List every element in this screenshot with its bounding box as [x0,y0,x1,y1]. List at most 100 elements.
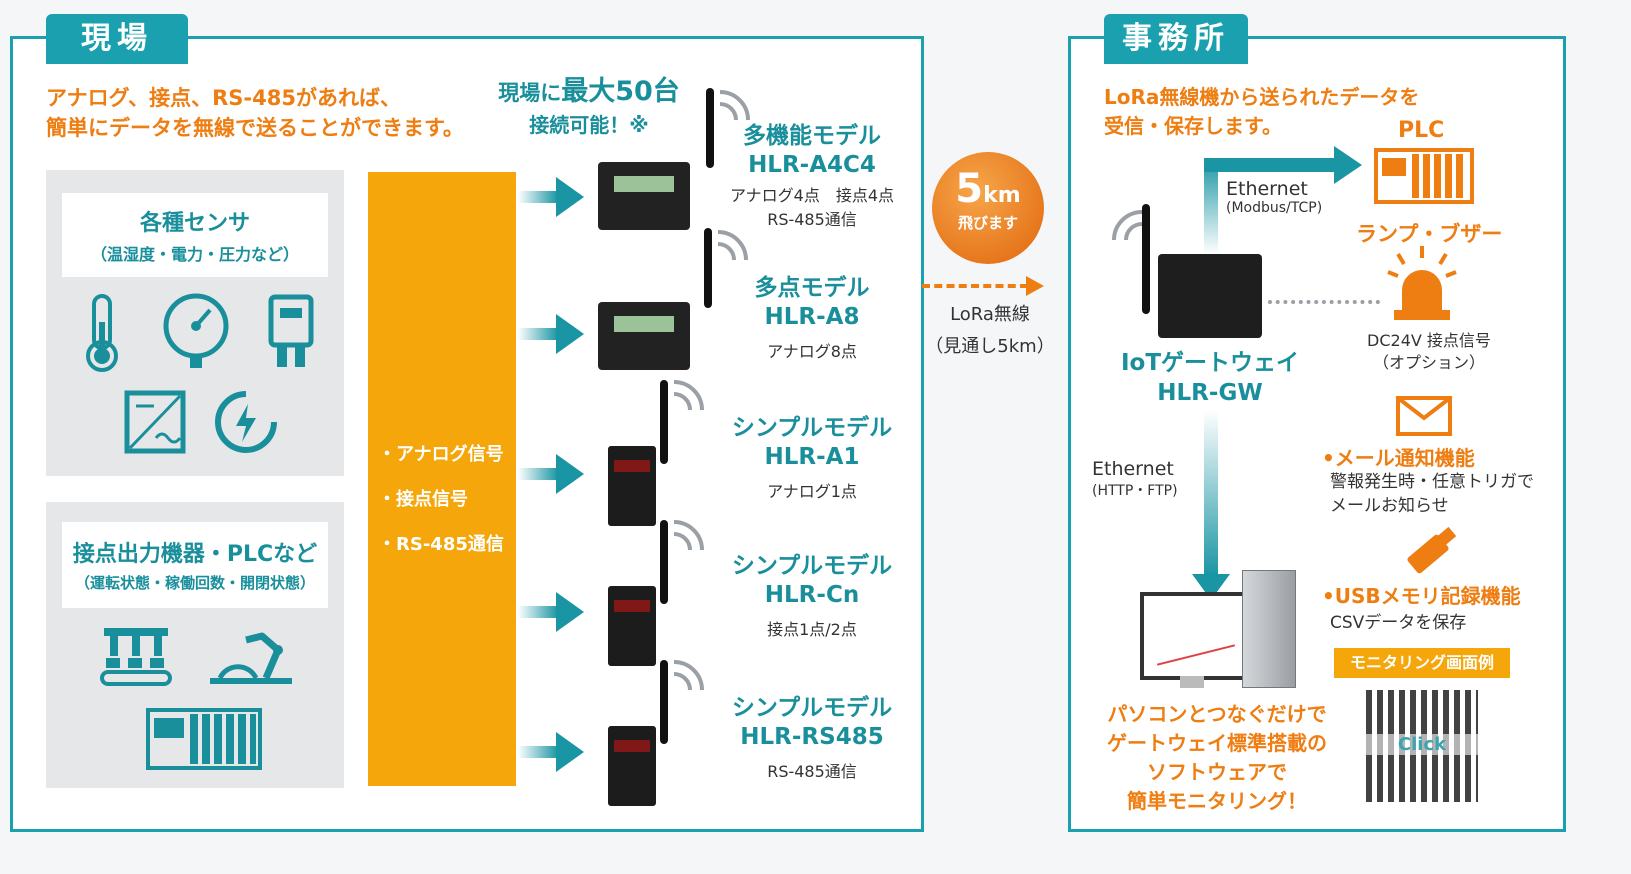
wireless-waves-icon [717,230,748,261]
arrow-to-model-1 [518,191,558,203]
ethernet-line-vertical [1204,158,1218,254]
plc-label: PLC [1398,118,1445,143]
signal-list: ・アナログ信号 ・接点信号 ・RS-485通信 [378,432,504,567]
wireless-waves-icon [673,380,704,411]
arrow-head-1 [556,177,584,217]
thermometer-icon [86,294,118,372]
arrow-head-2 [556,314,584,354]
usb-memory-icon [1407,526,1457,574]
monitor-chart-line [1156,644,1236,666]
plc-icon [1374,148,1474,204]
lora-arrow-head [1026,276,1044,296]
signal-column [368,172,516,786]
range-badge-unit: km [983,183,1021,208]
usb-desc: CSVデータを保存 [1330,613,1467,633]
pc-stand [1180,676,1204,688]
inverter-icon [124,390,186,454]
model-3-desc: アナログ1点 [767,482,857,501]
office-intro: LoRa無線機から送られたデータを 受信・保存します。 [1104,83,1419,141]
arrow-to-model-2 [518,328,558,340]
model-2-desc: アナログ8点 [767,342,857,361]
contact-dashed-line [1268,300,1380,304]
field-intro-line2: 簡単にデータを無線で送ることができます。 [46,116,464,140]
lora-range: （見通し5km） [925,336,1055,357]
sensors-label: 各種センサ （温湿度・電力・圧力など） [62,193,328,277]
ethernet-line-horizontal [1204,158,1336,172]
ethernet-http-label: Ethernet (HTTP・FTP) [1092,458,1178,499]
gateway-antenna [1142,204,1150,314]
device-hlr-a1 [608,446,656,526]
signal-contact: ・接点信号 [378,489,468,510]
arrow-head-3 [556,454,584,494]
energy-cycle-icon [215,391,277,453]
production-line-icon [100,628,172,686]
range-badge-text: 飛びます [957,214,1018,232]
usb-title: •USBメモリ記録機能 [1322,584,1521,608]
qr-click-text[interactable]: Click [1366,734,1478,755]
plc-devices-label: 接点出力機器・PLCなど （運転状態・稼働回数・開閉状態） [62,522,328,608]
device-antenna-5 [660,660,668,744]
arrow-head-4 [556,592,584,632]
device-antenna-3 [660,380,668,464]
range-badge: 5km 飛びます [932,152,1044,264]
office-tab: 事務所 [1104,14,1248,64]
signal-rs485: ・RS-485通信 [378,534,504,555]
device-hlr-rs485 [608,726,656,806]
lamp-buzzer-label: ランプ・ブザー [1356,222,1503,246]
max-units-callout: 現場に最大50台 接続可能！※ [494,76,684,138]
field-intro: アナログ、接点、RS-485があれば、 簡単にデータを無線で送ることができます。 [46,83,464,143]
office-intro-line2: 受信・保存します。 [1104,114,1282,138]
field-intro-line1: アナログ、接点、RS-485があれば、 [46,86,401,110]
mail-icon [1396,396,1452,436]
range-badge-number: 5 [955,166,984,212]
ethernet-arrow-head [1334,146,1362,184]
arrow-head-5 [556,732,584,772]
plc-devices-sub: （運転状態・稼働回数・開閉状態） [74,574,315,592]
device-hlr-a4c4 [598,162,690,230]
lora-label: LoRa無線 [950,304,1030,325]
pc-tower [1242,570,1296,688]
power-meter-icon [268,294,314,367]
mail-title: •メール通知機能 [1322,446,1475,470]
model-5-desc: RS-485通信 [767,762,857,781]
field-tab: 現場 [46,14,188,64]
wireless-waves-icon [1112,210,1143,241]
max-units-pre: 現場に [498,81,562,105]
robot-arm-icon [210,632,292,684]
pressure-gauge-icon [163,293,229,368]
qr-code[interactable]: Click [1366,690,1478,802]
arrow-to-model-4 [518,606,558,618]
pc-monitor [1140,592,1252,680]
device-hlr-cn [608,586,656,666]
plc-devices-title: 接点出力機器・PLCなど [72,542,318,567]
max-units-strong: 最大50台 [561,76,680,107]
lora-dashed-line [922,284,1028,288]
ethernet-modbus-label: Ethernet (Modbus/TCP) [1226,178,1323,216]
pc-monitoring-text: パソコンとつなぐだけでゲートウェイ標準搭載のソフトウェアで簡単モニタリング！ [1107,702,1327,813]
monitor-example-label[interactable]: モニタリング画面例 [1334,648,1510,678]
gateway-device [1158,254,1262,338]
plc-rack-icon [146,708,262,770]
device-antenna-4 [660,520,668,604]
arrow-to-model-5 [518,746,558,758]
wireless-waves-icon [673,520,704,551]
device-antenna-1 [706,88,714,168]
sensors-title: 各種センサ [139,211,250,236]
model-4-desc: 接点1点/2点 [767,620,857,639]
ethernet-down-line [1204,410,1218,576]
office-intro-line1: LoRa無線機から送られたデータを [1104,85,1420,109]
arrow-to-model-3 [518,468,558,480]
wireless-waves-icon [673,660,704,691]
device-antenna-2 [704,228,712,308]
mail-desc: 警報発生時・任意トリガでメールお知らせ [1330,472,1534,516]
sensors-sub: （温湿度・電力・圧力など） [90,245,299,264]
max-units-line2: 接続可能！※ [529,113,649,137]
signal-analog: ・アナログ信号 [378,444,504,465]
wireless-waves-icon [719,90,750,121]
